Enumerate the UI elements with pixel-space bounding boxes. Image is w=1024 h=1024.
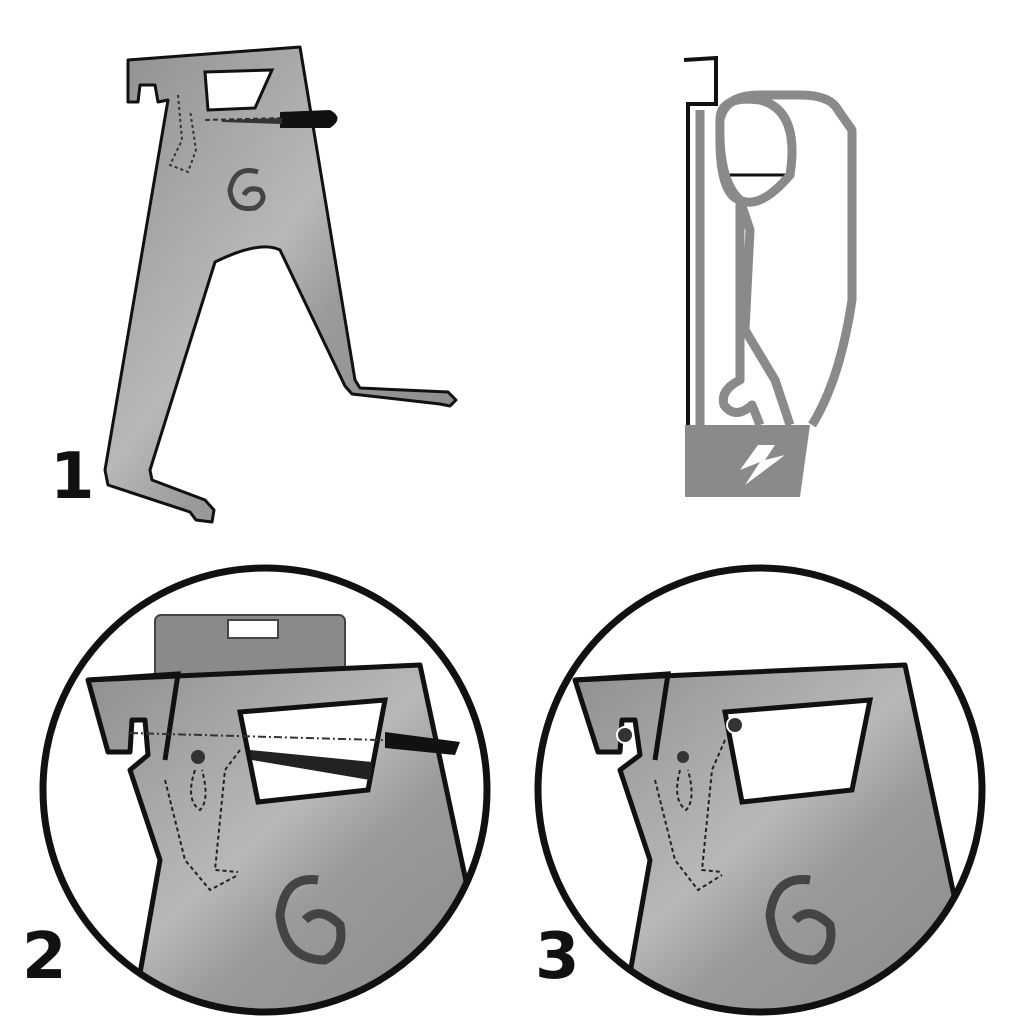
step-number-2: 2 xyxy=(22,920,67,994)
detail-circle-step3 xyxy=(534,564,986,1016)
step-number-3: 3 xyxy=(535,920,580,994)
screw-icon xyxy=(616,726,634,744)
detail-circle-step2 xyxy=(39,564,491,1016)
bracket-side-view xyxy=(683,55,857,497)
bracket-perspective xyxy=(103,45,458,524)
step-number-1: 1 xyxy=(50,440,95,514)
lightning-icon xyxy=(740,445,785,485)
screw-icon xyxy=(726,716,744,734)
logo-icon xyxy=(227,168,266,212)
logo-icon xyxy=(765,874,836,965)
screwdriver-icon xyxy=(250,750,372,780)
screw-icon xyxy=(191,750,205,764)
screwdriver-icon xyxy=(280,110,338,128)
logo-icon xyxy=(275,874,346,965)
